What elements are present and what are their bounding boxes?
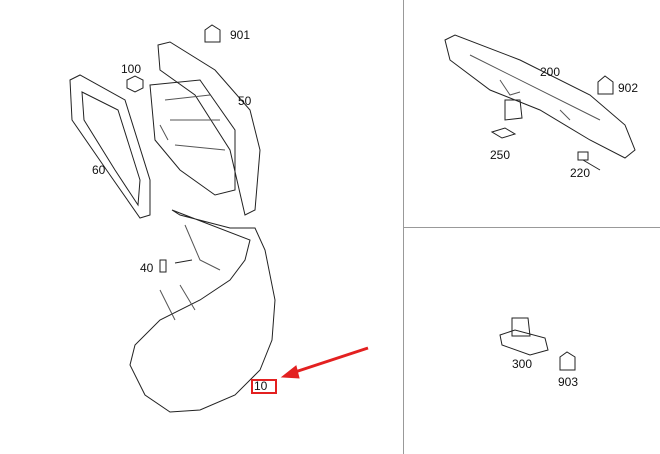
pointer-arrow-line <box>291 346 369 375</box>
label-40[interactable]: 40 <box>140 261 154 275</box>
pointer-arrow-head <box>280 365 300 379</box>
part-250-connector <box>490 99 523 139</box>
label-200[interactable]: 200 <box>540 65 561 79</box>
label-901[interactable]: 901 <box>230 28 251 42</box>
part-220-screw <box>577 151 601 171</box>
part-40-clip <box>159 259 193 273</box>
part-50-inner <box>149 79 236 196</box>
label-100[interactable]: 100 <box>121 62 142 76</box>
part-901-clip <box>204 24 221 43</box>
part-60-frame <box>69 74 151 219</box>
part-200-bracket <box>444 34 636 159</box>
part-300-lamp <box>499 317 549 356</box>
label-903[interactable]: 903 <box>558 375 579 389</box>
label-250[interactable]: 250 <box>490 148 511 162</box>
part-50-housing <box>157 41 261 216</box>
part-10-cover <box>129 209 276 413</box>
label-902[interactable]: 902 <box>618 81 639 95</box>
label-220[interactable]: 220 <box>570 166 591 180</box>
highlight-box-10 <box>251 379 277 394</box>
label-60[interactable]: 60 <box>92 163 106 177</box>
part-903-clip <box>559 351 576 371</box>
label-10[interactable]: 10 <box>254 379 268 393</box>
label-50[interactable]: 50 <box>238 94 252 108</box>
horizontal-divider <box>403 227 660 228</box>
part-902-clip <box>597 75 614 95</box>
label-300[interactable]: 300 <box>512 357 533 371</box>
part-100-nut <box>126 75 144 93</box>
